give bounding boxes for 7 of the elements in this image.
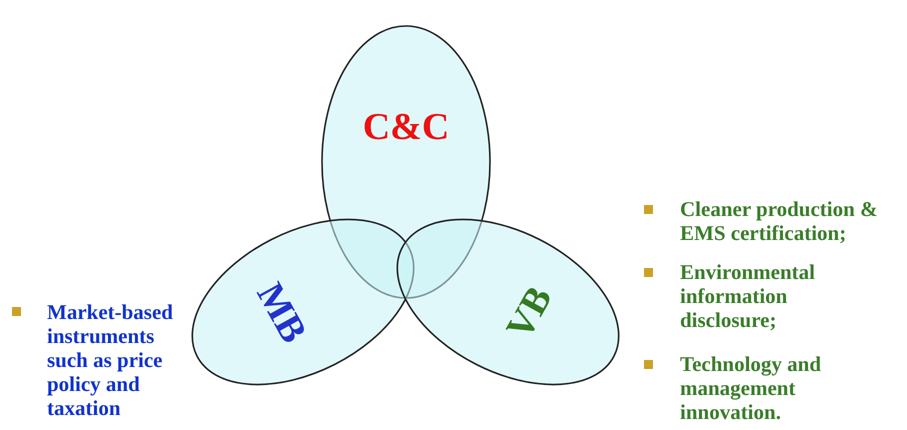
set-label: MB <box>248 275 316 350</box>
set-label: VB <box>497 279 562 347</box>
bullet-text: Cleaner production & EMS certification; <box>680 197 879 245</box>
bullet-text: Market-based instruments such as price policy and taxation <box>47 300 174 420</box>
bullet-text: Technology and management innovation. <box>680 352 822 424</box>
bullet-text: Environmental information disclosure; <box>680 260 816 332</box>
set-label: C&C <box>362 104 450 149</box>
